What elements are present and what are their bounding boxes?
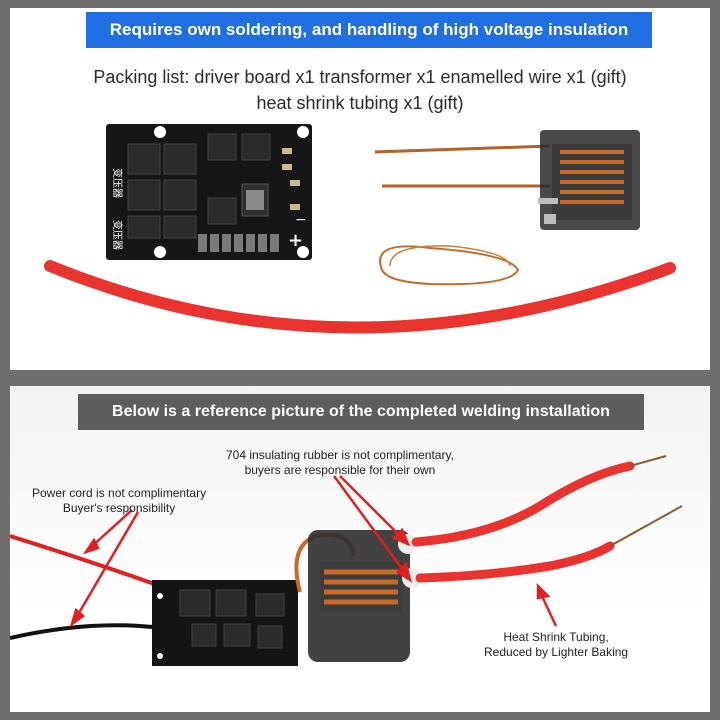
note-heat-shrink-line1: Heat Shrink Tubing, bbox=[503, 630, 609, 644]
note-heat-shrink: Heat Shrink Tubing, Reduced by Lighter B… bbox=[484, 630, 628, 660]
bottom-banner: Below is a reference picture of the comp… bbox=[78, 394, 644, 430]
bottom-panel: Below is a reference picture of the comp… bbox=[10, 386, 710, 712]
top-product-illustration: 变压器 变压器 + − bbox=[44, 124, 676, 334]
top-panel: Requires own soldering, and handling of … bbox=[10, 8, 710, 370]
board-silkscreen-label-2: 变压器 bbox=[111, 220, 124, 250]
polarity-plus-label: + bbox=[288, 230, 303, 251]
hv-wire-upper bbox=[411, 461, 635, 547]
packing-list: Packing list: driver board x1 transforme… bbox=[10, 64, 710, 116]
board-silkscreen-label: 变压器 bbox=[111, 168, 124, 198]
note-power-cord-line2: Buyer's responsibility bbox=[62, 501, 176, 515]
black-power-wire bbox=[10, 623, 171, 640]
note-insulating-rubber-line2: buyers are responsible for their own bbox=[244, 463, 436, 477]
note-power-cord: Power cord is not complimentary Buyer's … bbox=[32, 486, 206, 516]
polarity-minus-label: − bbox=[295, 212, 307, 228]
arrow-icon bbox=[69, 475, 558, 628]
packing-list-line1: Packing list: driver board x1 transforme… bbox=[93, 67, 627, 87]
hv-wire-lower bbox=[415, 541, 615, 583]
packing-list-line2: heat shrink tubing x1 (gift) bbox=[256, 93, 464, 113]
driver-board-image: 变压器 变压器 + − bbox=[106, 124, 312, 260]
assembled-transformer-image bbox=[294, 530, 422, 662]
note-insulating-rubber: 704 insulating rubber is not complimenta… bbox=[226, 448, 454, 478]
top-banner: Requires own soldering, and handling of … bbox=[86, 12, 652, 48]
heat-shrink-tube-image bbox=[44, 260, 676, 334]
assembled-board-image bbox=[152, 580, 298, 666]
transformer-image bbox=[374, 130, 640, 230]
note-power-cord-line1: Power cord is not complimentary bbox=[32, 486, 207, 500]
note-insulating-rubber-line1: 704 insulating rubber is not complimenta… bbox=[226, 448, 454, 462]
wire-coil-image bbox=[379, 245, 520, 286]
note-heat-shrink-line2: Reduced by Lighter Baking bbox=[484, 645, 629, 659]
bottom-assembly-illustration bbox=[10, 455, 683, 666]
